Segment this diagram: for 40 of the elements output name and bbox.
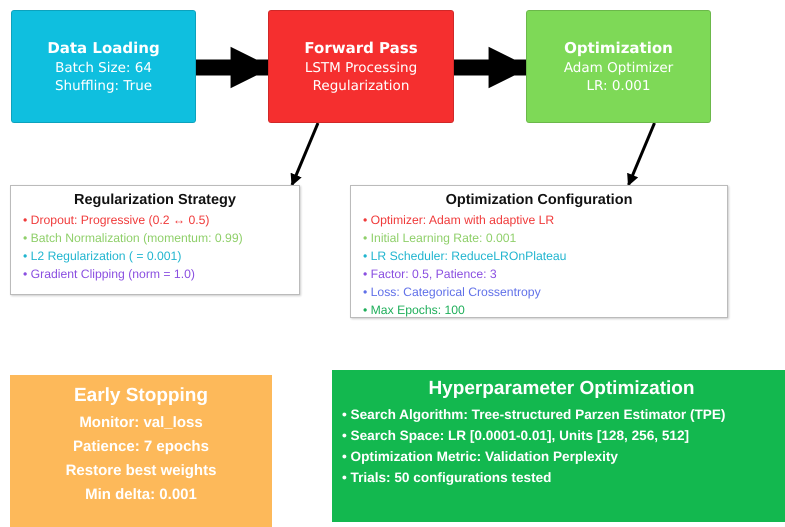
process-box bbox=[268, 10, 454, 123]
list-item: • Trials: 50 configurations tested bbox=[342, 469, 552, 487]
list-item: • Gradient Clipping (norm = 1.0) bbox=[23, 266, 195, 283]
box-text: Shuffling: True bbox=[54, 76, 152, 94]
box-text: Regularization bbox=[312, 76, 410, 94]
list-item: • Search Algorithm: Tree-structured Parzen Estimator (TPE) bbox=[342, 406, 726, 424]
list-item: • Initial Learning Rate: 0.001 bbox=[363, 230, 516, 247]
list-item: • Optimization Metric: Validation Perplexity bbox=[342, 448, 618, 466]
list-item: Patience: 7 epochs bbox=[73, 437, 209, 457]
list-item: Restore best weights bbox=[66, 461, 216, 481]
list-item: • Batch Normalization (momentum: 0.99) bbox=[23, 230, 243, 247]
list-item: • Dropout: Progressive (0.2 ↔ 0.5) bbox=[23, 212, 210, 229]
box-heading: Early Stopping bbox=[74, 385, 208, 407]
info-panel bbox=[10, 375, 272, 527]
list-item: • Max Epochs: 100 bbox=[363, 302, 465, 319]
list-item: Min delta: 0.001 bbox=[85, 485, 197, 505]
info-panel bbox=[10, 185, 300, 295]
box-text: LR: 0.001 bbox=[586, 76, 650, 94]
list-item: Monitor: val_loss bbox=[79, 413, 203, 433]
box-heading: Hyperparameter Optimization bbox=[428, 378, 695, 400]
info-panel bbox=[332, 370, 785, 522]
list-item: • Search Space: LR [0.0001-0.01], Units [128, 256, 512] bbox=[342, 427, 690, 445]
list-item: • L2 Regularization ( = 0.001) bbox=[23, 248, 182, 265]
list-item: • Optimizer: Adam with adaptive LR bbox=[363, 212, 554, 229]
process-box bbox=[11, 10, 196, 123]
box-heading: Optimization Configuration bbox=[446, 192, 632, 208]
list-item: • LR Scheduler: ReduceLROnPlateau bbox=[363, 248, 566, 265]
box-text: Adam Optimizer bbox=[564, 58, 674, 76]
box-text: Batch Size: 64 bbox=[55, 58, 152, 76]
info-panel bbox=[350, 185, 728, 318]
arrow bbox=[627, 122, 656, 186]
box-text: LSTM Processing bbox=[304, 58, 418, 76]
box-heading: Data Loading bbox=[47, 38, 160, 56]
box-heading: Regularization Strategy bbox=[74, 192, 236, 208]
process-box bbox=[526, 10, 711, 123]
list-item: • Factor: 0.5, Patience: 3 bbox=[363, 266, 497, 283]
arrow bbox=[290, 122, 320, 186]
box-heading: Optimization bbox=[564, 38, 673, 56]
box-heading: Forward Pass bbox=[304, 38, 418, 56]
list-item: • Loss: Categorical Crossentropy bbox=[363, 284, 541, 301]
